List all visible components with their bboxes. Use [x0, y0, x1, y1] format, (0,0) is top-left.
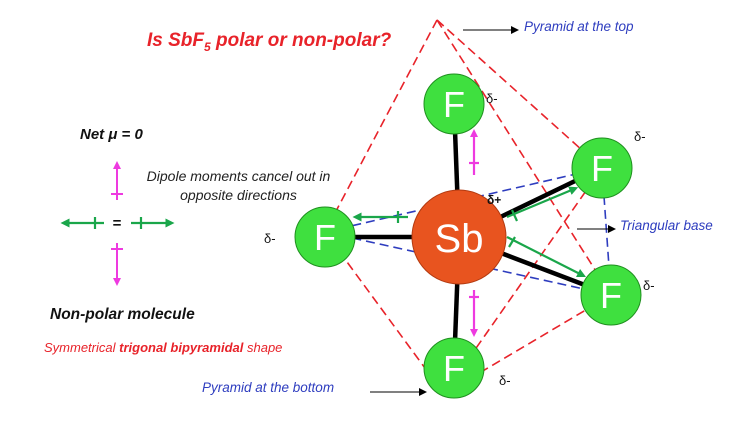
- dipole-arrow-upper-right: [506, 186, 579, 222]
- fluorine-equatorial-lower-right: F: [580, 264, 642, 326]
- fluorine-equatorial-upper-right: F: [571, 137, 633, 199]
- partial-charge-left: δ-: [264, 231, 276, 246]
- partial-charge-top: δ-: [486, 91, 498, 106]
- legend-equals: =: [113, 215, 122, 232]
- legend-vertical-dipole-top: [111, 161, 123, 200]
- triangular-base-label: Triangular base: [620, 218, 713, 233]
- shape-bold: trigonal bipyramidal: [119, 340, 244, 355]
- partial-charge-central: δ+: [487, 193, 501, 207]
- fluorine-label: F: [443, 84, 465, 125]
- pyramid-top-label: Pyramid at the top: [524, 19, 634, 34]
- fluorine-label: F: [600, 275, 622, 316]
- antimony-atom: Sb: [411, 189, 507, 285]
- title-suffix: polar or non-polar?: [210, 30, 392, 51]
- partial-charge-upper-right: δ-: [634, 129, 646, 144]
- nonpolar-label: Non-polar molecule: [50, 306, 195, 323]
- dipole-cancel-text: Dipole moments cancel out in opposite di…: [146, 168, 331, 203]
- fluorine-label: F: [443, 348, 465, 389]
- partial-charge-bottom: δ-: [499, 373, 511, 388]
- dipole-arrow-left: [352, 211, 408, 223]
- legend-horizontal-dipole-right: [131, 217, 175, 229]
- pyramid-bottom-label: Pyramid at the bottom: [202, 380, 335, 395]
- shape-description: Symmetrical trigonal bipyramidal shape: [44, 340, 282, 355]
- dipole-arrow-bottom: [469, 290, 479, 337]
- shape-prefix: Symmetrical: [44, 340, 120, 355]
- question-title: Is SbF5 polar or non-polar?: [147, 30, 391, 54]
- dipole-arrow-top: [469, 129, 479, 175]
- antimony-label: Sb: [435, 217, 484, 261]
- fluorine-axial-bottom: F: [423, 337, 485, 399]
- title-prefix: Is SbF: [147, 30, 205, 51]
- fluorine-axial-top: F: [423, 73, 485, 135]
- legend-horizontal-dipole-left: [60, 217, 104, 229]
- net-dipole-label: Net μ = 0: [80, 126, 143, 143]
- shape-suffix: shape: [243, 340, 283, 355]
- partial-charge-lower-right: δ-: [643, 278, 655, 293]
- fluorine-label: F: [314, 217, 336, 258]
- title-subscript: 5: [204, 39, 211, 54]
- fluorine-equatorial-left: F: [294, 206, 356, 268]
- legend-vertical-dipole-bottom: [111, 243, 123, 286]
- fluorine-label: F: [591, 148, 613, 189]
- dipole-arrow-lower-right: [506, 236, 587, 278]
